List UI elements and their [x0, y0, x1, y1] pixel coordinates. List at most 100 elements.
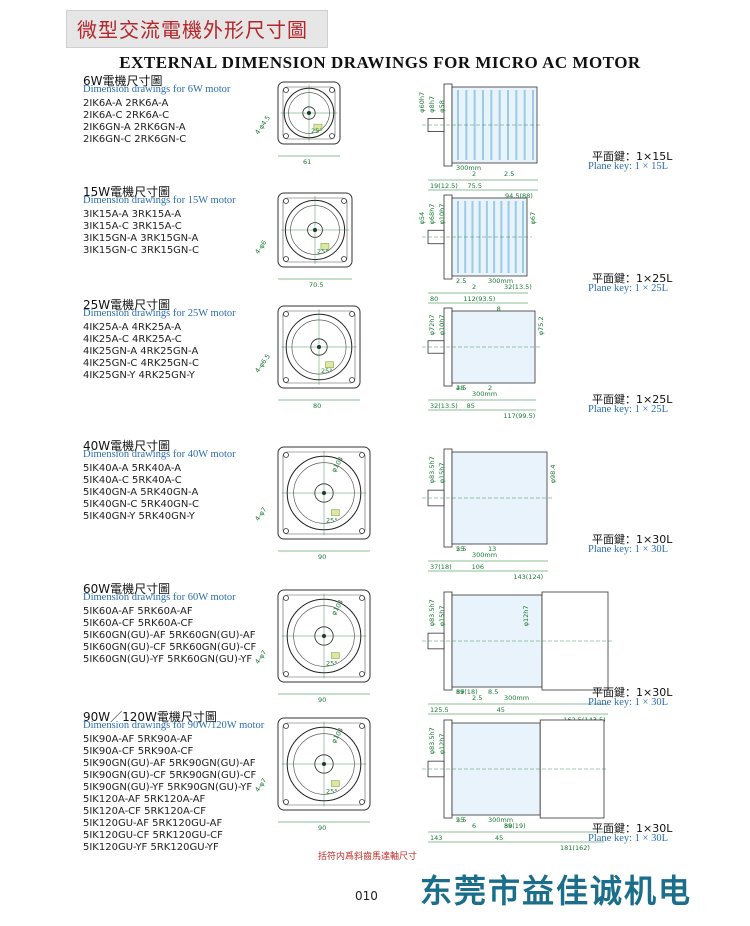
model-item: 5IK90GN(GU)-CF 5RK90GN(GU)-CF	[83, 770, 257, 781]
front-dimension-label: 4-φ6	[253, 239, 268, 256]
header-banner: 微型交流電機外形尺寸圖	[66, 10, 328, 48]
front-dimension-label: 90	[318, 553, 326, 561]
plane-key-en: Plane key: 1 × 30L	[588, 544, 668, 555]
front-dimension-label: 25°	[311, 127, 323, 135]
side-dimension-label: 106	[472, 563, 484, 571]
side-dimension-label: φ83.5h7	[428, 456, 436, 483]
front-dimension-label: 4-φ4.5	[253, 114, 272, 136]
section-title: 90W／120W電機尺寸圖	[83, 710, 217, 724]
section-title: 25W電機尺寸圖	[83, 298, 171, 312]
side-dimension-label: 45	[497, 706, 505, 714]
section-subtitle: Dimension drawings for 6W motor	[83, 84, 231, 95]
front-dimension-label: 61	[303, 158, 311, 166]
model-item: 5IK60A-CF 5RK60A-CF	[83, 618, 194, 629]
section-subtitle: Dimension drawings for 25W motor	[83, 308, 236, 319]
side-dimension-label: 55	[456, 545, 464, 553]
side-dimension-label: φ12h7	[522, 605, 530, 626]
model-item: 2IK6A-C 2RK6A-C	[83, 110, 170, 121]
front-dimension-label: 25°	[326, 516, 338, 524]
side-dimension-label: 75.5	[468, 182, 482, 190]
side-dimension-label: φ15h7	[438, 605, 446, 626]
model-item: 5IK60A-AF 5RK60A-AF	[83, 606, 193, 617]
model-item: 5IK40A-C 5RK40A-C	[83, 475, 182, 486]
model-item: 5IK90GN(GU)-YF 5RK90GN(GU)-YF	[83, 782, 253, 793]
section-subtitle: Dimension drawings for 15W motor	[83, 195, 236, 206]
front-dimension-label: 25°	[326, 787, 338, 795]
section-subtitle: Dimension drawings for 60W motor	[83, 592, 236, 603]
model-item: 3IK15GN-A 3RK15GN-A	[83, 233, 199, 244]
front-dimension-label: 90	[318, 824, 326, 832]
section-subtitle: Dimension drawings for 90W/120W motor	[83, 720, 265, 731]
side-dimension-label: φ8h7	[428, 96, 436, 113]
plane-key-en: Plane key: 1 × 15L	[588, 161, 668, 172]
side-dimension-label: 300mm	[488, 277, 513, 285]
front-dimension-label: 70.5	[309, 281, 323, 289]
model-item: 5IK40A-A 5RK40A-A	[83, 463, 182, 474]
side-dimension-label: φ98.4	[549, 465, 557, 484]
side-dimension-label: φ15h7	[438, 462, 446, 483]
model-item: 2IK6GN-C 2RK6GN-C	[83, 134, 187, 145]
side-dimension-label: 55	[456, 816, 464, 824]
side-dimension-label: 2.5	[456, 545, 466, 553]
side-dimension-label: φ67	[529, 212, 537, 225]
plane-key-en: Plane key: 1 × 25L	[588, 283, 668, 294]
model-item: 5IK120GU-YF 5RK120GU-YF	[83, 842, 219, 853]
side-dimension-label: φ75.2	[537, 317, 545, 336]
side-dimension-label: 8	[497, 305, 501, 313]
side-dimension-label: 300mm	[488, 816, 513, 824]
side-dimension-label: 117(99.5)	[503, 412, 535, 420]
side-dimension-label: 94.5(88)	[505, 192, 533, 200]
side-dimension-label: φ83.5h7	[428, 599, 436, 626]
front-dimension-label: 4-φ7	[253, 506, 268, 523]
company-name: 东莞市益佳诚机电	[420, 872, 693, 910]
side-dimension-label: 112(93.5)	[463, 295, 495, 303]
plane-key-en: Plane key: 1 × 30L	[588, 833, 668, 844]
side-dimension-label: 2	[472, 283, 476, 291]
side-dimension-label: 55	[456, 688, 464, 696]
side-dimension-label: 181(162)	[560, 844, 590, 852]
side-dimension-label: 13	[488, 545, 496, 553]
page-title: EXTERNAL DIMENSION DRAWINGS FOR MICRO AC…	[119, 53, 641, 72]
side-dimension-label: 89	[456, 688, 464, 696]
side-dimension-label: 2.5	[504, 170, 514, 178]
side-dimension-label: 85	[467, 402, 475, 410]
plane-key-cn: 平面鍵：1×30L	[592, 686, 673, 699]
model-item: 4IK25A-C 4RK25A-C	[83, 334, 182, 345]
plane-key-cn: 平面鍵：1×25L	[592, 393, 673, 406]
page-number: 010	[355, 889, 378, 903]
side-dimension-label: 80	[430, 295, 438, 303]
model-item: 5IK90GN(GU)-AF 5RK90GN(GU)-AF	[83, 758, 256, 769]
model-item: 3IK15GN-C 3RK15GN-C	[83, 245, 200, 256]
model-item: 4IK25GN-C 4RK25GN-C	[83, 358, 200, 369]
side-dimension-label: 8.5	[488, 688, 498, 696]
side-dimension-label: 2.5	[456, 384, 466, 392]
side-dimension-label: φ12h7	[438, 733, 446, 754]
footer-note: 括符内爲斜齒馬達軸尺寸	[318, 852, 418, 862]
model-item: 5IK120A-AF 5RK120A-AF	[83, 794, 206, 805]
section-title: 6W電機尺寸圖	[83, 74, 163, 88]
model-item: 5IK90A-CF 5RK90A-CF	[83, 746, 194, 757]
front-dimension-label: 4-φ6.5	[253, 352, 272, 374]
model-item: 5IK120GU-CF 5RK120GU-CF	[83, 830, 223, 841]
side-dimension-label: 48	[456, 384, 464, 392]
header-title: 微型交流電機外形尺寸圖	[77, 18, 308, 42]
side-dimension-label: φ60h7	[418, 92, 426, 113]
side-dimension-label: 2.5	[456, 816, 466, 824]
side-dimension-label: 89	[504, 822, 512, 830]
